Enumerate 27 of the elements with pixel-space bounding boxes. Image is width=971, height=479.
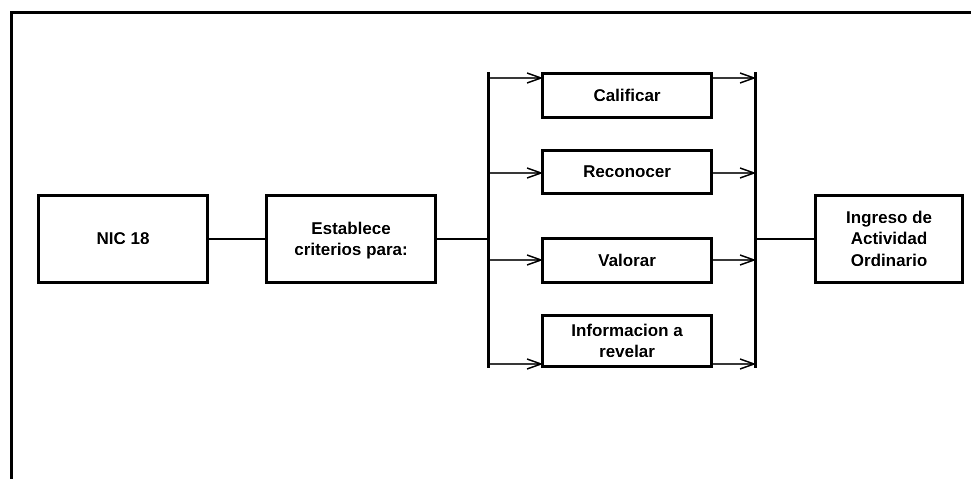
process-box	[541, 314, 713, 368]
arrow	[490, 254, 542, 266]
box-label: Valorar	[598, 250, 656, 272]
box-label: Calificar	[593, 84, 661, 106]
process-box	[541, 149, 713, 195]
arrow	[713, 358, 755, 370]
process-box	[37, 194, 209, 284]
arrow	[713, 167, 755, 179]
connector-line	[209, 238, 265, 240]
process-box	[541, 72, 713, 119]
process-box	[265, 194, 437, 284]
connector-line	[437, 238, 487, 240]
arrow	[713, 72, 755, 84]
box-label: Establece criterios para:	[293, 218, 409, 260]
bracket-bar	[487, 72, 490, 368]
arrow	[490, 358, 542, 370]
box-label: NIC 18	[96, 228, 150, 250]
arrow	[490, 167, 542, 179]
arrow	[713, 254, 755, 266]
box-label: Informacion a revelar	[570, 320, 684, 362]
process-box	[541, 237, 713, 284]
arrow	[490, 72, 542, 84]
box-label: Reconocer	[583, 161, 671, 183]
bracket-bar	[754, 72, 757, 368]
connector-line	[757, 238, 814, 240]
process-box	[814, 194, 964, 284]
box-label: Ingreso de Actividad Ordinario	[845, 207, 933, 271]
